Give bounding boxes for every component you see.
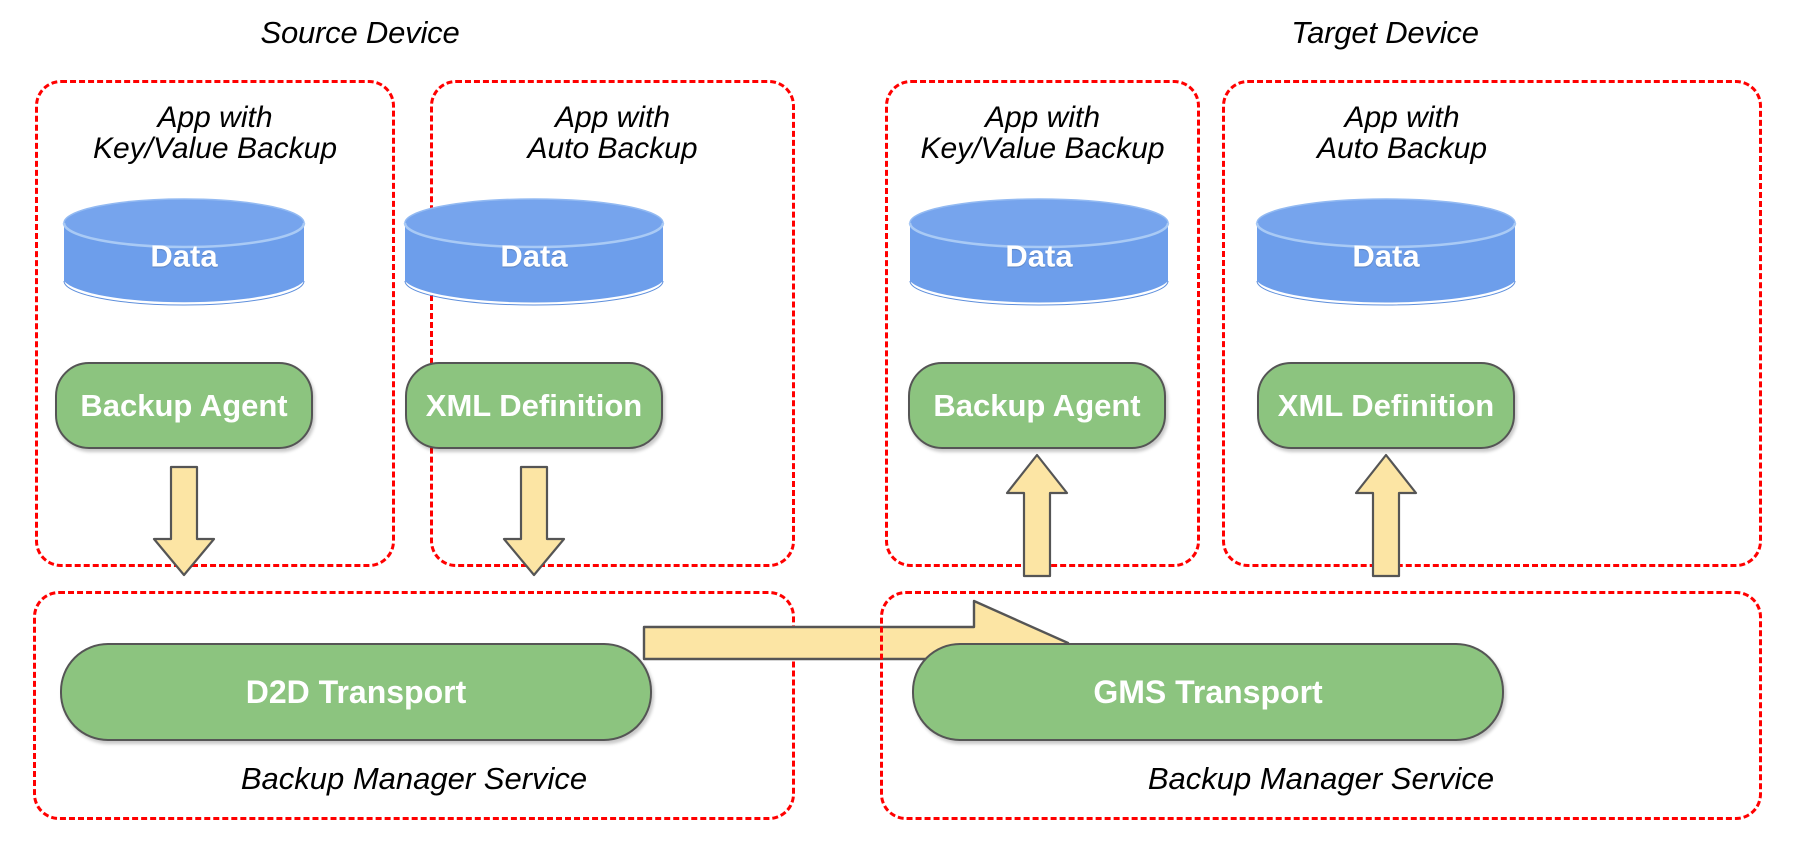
target-app-auto-box: App with Auto Backup bbox=[1222, 80, 1762, 567]
target-arrow-auto-up bbox=[1354, 453, 1418, 578]
target-app-auto-data-cylinder: Data bbox=[1255, 197, 1517, 307]
target-app-auto-title: App with Auto Backup bbox=[1225, 101, 1579, 165]
source-app-keyvalue-title: App with Key/Value Backup bbox=[38, 101, 392, 165]
source-app-auto-data-cylinder: Data bbox=[403, 197, 665, 307]
target-app-keyvalue-data-cylinder: Data bbox=[908, 197, 1170, 307]
source-device-title: Source Device bbox=[260, 15, 460, 50]
source-app-keyvalue-component: Backup Agent bbox=[55, 362, 313, 449]
target-app-keyvalue-title: App with Key/Value Backup bbox=[868, 101, 1217, 165]
target-device-title: Target Device bbox=[1291, 15, 1479, 50]
target-app-auto-component-label: XML Definition bbox=[1277, 387, 1495, 423]
target-arrow-keyvalue-up bbox=[1005, 453, 1069, 578]
app-title-line2: Auto Backup bbox=[1316, 131, 1488, 165]
source-app-auto-component-label: XML Definition bbox=[425, 387, 643, 423]
target-app-keyvalue-component: Backup Agent bbox=[908, 362, 1166, 449]
target-gms-transport-label: GMS Transport bbox=[1093, 673, 1323, 710]
source-d2d-transport: D2D Transport bbox=[60, 643, 652, 741]
app-title-line1: App with bbox=[157, 101, 273, 134]
app-title-line1: App with bbox=[554, 101, 671, 134]
source-app-keyvalue-box: App with Key/Value Backup bbox=[35, 80, 395, 567]
source-arrow-auto-down bbox=[502, 465, 566, 577]
app-title-line2: Auto Backup bbox=[527, 131, 698, 165]
source-app-keyvalue-data-cylinder: Data bbox=[62, 197, 306, 307]
target-backup-manager-service-label: Backup Manager Service bbox=[1147, 761, 1495, 796]
target-app-keyvalue-component-label: Backup Agent bbox=[933, 387, 1141, 423]
source-app-auto-box: App with Auto Backup bbox=[430, 80, 795, 567]
target-backup-manager-service-box: Backup Manager Service bbox=[880, 591, 1762, 820]
app-title-line2: Key/Value Backup bbox=[92, 131, 338, 165]
source-backup-manager-service-box: Backup Manager Service bbox=[33, 591, 795, 820]
source-backup-manager-service-label: Backup Manager Service bbox=[240, 761, 588, 796]
source-arrow-keyvalue-down bbox=[152, 465, 216, 577]
source-app-keyvalue-component-label: Backup Agent bbox=[80, 387, 288, 423]
source-app-auto-component: XML Definition bbox=[405, 362, 663, 449]
app-title-line1: App with bbox=[984, 101, 1101, 134]
app-title-line2: Key/Value Backup bbox=[920, 131, 1165, 165]
source-app-auto-title: App with Auto Backup bbox=[433, 101, 792, 165]
target-app-auto-component: XML Definition bbox=[1257, 362, 1515, 449]
target-gms-transport: GMS Transport bbox=[912, 643, 1504, 741]
app-title-line1: App with bbox=[1344, 101, 1460, 134]
target-app-keyvalue-box: App with Key/Value Backup bbox=[885, 80, 1200, 567]
source-d2d-transport-label: D2D Transport bbox=[245, 673, 467, 710]
